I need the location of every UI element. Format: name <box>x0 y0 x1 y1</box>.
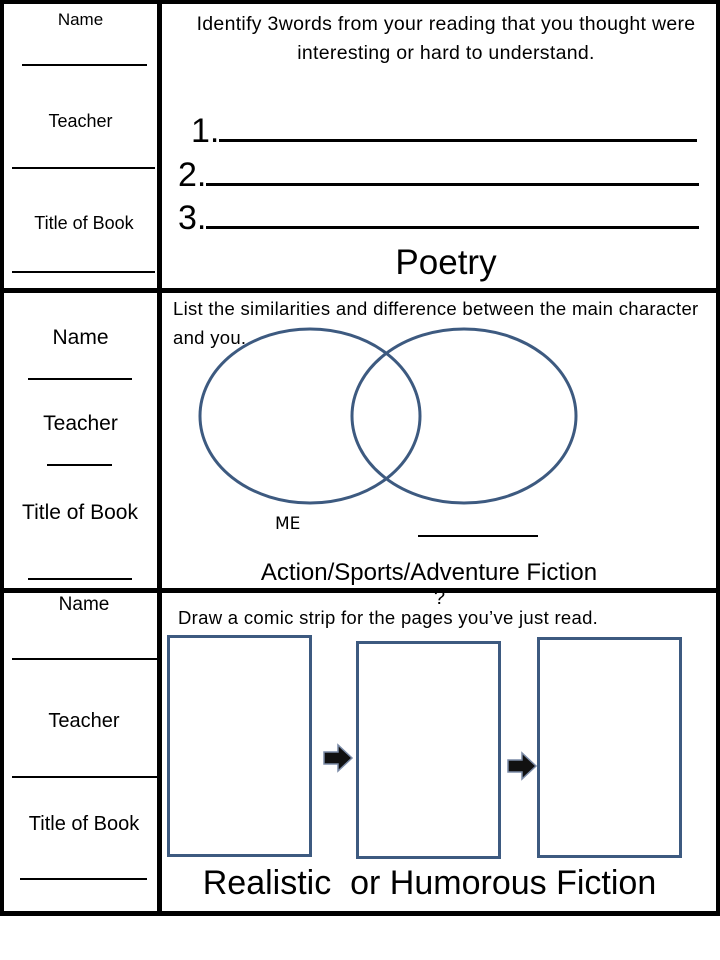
answer-rule <box>219 139 698 142</box>
instruction-text: Identify 3words from your reading that y… <box>196 13 696 64</box>
comic-panel-3[interactable] <box>537 637 682 858</box>
instruction-text: Draw a comic strip for the pages you’ve … <box>178 607 599 628</box>
answer-rule <box>206 183 700 186</box>
name-label: Name <box>58 594 110 615</box>
frame-left <box>0 0 4 915</box>
teacher-blank[interactable] <box>12 776 157 778</box>
row-divider-1 <box>0 288 720 293</box>
teacher-label: Teacher <box>48 111 113 131</box>
row-divider-2 <box>0 588 720 593</box>
arrow-right-icon <box>507 751 538 781</box>
answer-rule <box>206 226 700 229</box>
venn-diagram <box>198 327 578 505</box>
name-blank[interactable] <box>12 658 157 660</box>
name-blank[interactable] <box>28 378 132 380</box>
book-title-blank[interactable] <box>20 878 147 880</box>
item-number: 1. <box>191 112 220 150</box>
teacher-label: Teacher <box>43 412 118 435</box>
frame-top <box>0 0 720 4</box>
venn-label-me: ME <box>275 514 301 534</box>
word-line-1[interactable]: 1. <box>191 112 698 151</box>
instruction-text: List the similarities and difference bet… <box>173 298 699 348</box>
book-title-label: Title of Book <box>22 501 138 524</box>
name-label: Name <box>57 10 104 29</box>
book-title-label: Title of Book <box>28 813 140 835</box>
genre-title: Realistic or Humorous Fiction <box>202 864 657 902</box>
book-title-blank[interactable] <box>12 271 155 273</box>
name-blank[interactable] <box>22 64 147 66</box>
frame-bottom <box>0 911 720 916</box>
genre-title: Poetry <box>395 243 497 282</box>
column-divider <box>157 0 162 915</box>
word-line-3[interactable]: 3. <box>178 199 700 238</box>
venn-circle-me <box>198 327 422 505</box>
item-number: 2. <box>178 156 207 194</box>
name-label: Name <box>52 326 109 349</box>
book-title-blank[interactable] <box>28 578 132 580</box>
venn-label-blank[interactable] <box>418 535 538 537</box>
venn-circle-character <box>350 327 578 505</box>
teacher-blank[interactable] <box>47 464 112 466</box>
genre-title: Action/Sports/Adventure Fiction <box>260 559 598 586</box>
venn-label-question-mark: ? <box>434 587 446 609</box>
item-number: 3. <box>178 199 207 237</box>
teacher-blank[interactable] <box>12 167 155 169</box>
comic-panel-2[interactable] <box>356 641 501 859</box>
word-line-2[interactable]: 2. <box>178 156 700 195</box>
teacher-label: Teacher <box>48 710 120 732</box>
book-title-label: Title of Book <box>34 213 134 233</box>
arrow-right-icon <box>323 743 354 773</box>
frame-right <box>716 0 720 915</box>
comic-panel-1[interactable] <box>167 635 312 857</box>
